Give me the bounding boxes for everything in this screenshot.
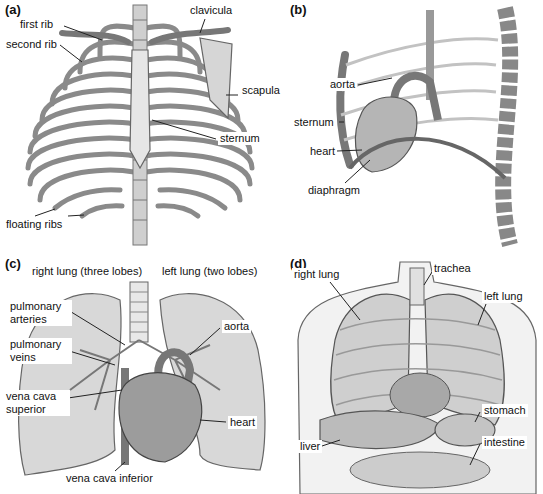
scapula-bone xyxy=(200,38,232,118)
leader-line xyxy=(68,310,125,345)
leader-line xyxy=(190,328,220,355)
clavicle-bone xyxy=(152,30,228,42)
part-label: left lung (two lobes) xyxy=(160,265,259,278)
part-label: second rib xyxy=(4,38,59,51)
leader-line xyxy=(226,95,238,96)
part-label: heart xyxy=(308,145,337,158)
torso xyxy=(350,452,490,488)
rib-cage xyxy=(40,170,134,200)
part-label: left lung xyxy=(482,290,525,303)
leader-line xyxy=(200,19,205,33)
part-label: stomach xyxy=(482,404,528,417)
torso xyxy=(336,344,500,355)
part-label: vena cava superior xyxy=(4,390,70,416)
panel-letter: (c) xyxy=(3,256,23,271)
side-view xyxy=(355,97,416,172)
part-label: sternum xyxy=(292,116,336,129)
part-label: aorta xyxy=(328,78,357,91)
torso xyxy=(298,262,536,494)
leader-line xyxy=(358,78,392,85)
part-label: floating ribs xyxy=(4,218,64,231)
leader-line xyxy=(68,215,84,216)
part-label: pulmonary veins xyxy=(8,338,72,364)
part-label: scapula xyxy=(240,84,282,97)
panel-letter: (a) xyxy=(3,2,23,17)
part-label: pulmonary arteries xyxy=(8,300,72,326)
leader-line xyxy=(322,440,340,446)
part-label: right lung xyxy=(292,268,341,281)
part-label: vena cava inferior xyxy=(64,472,155,485)
side-view xyxy=(350,139,505,178)
leader-line xyxy=(478,304,486,325)
leader-line xyxy=(475,412,480,422)
part-label: heart xyxy=(228,416,257,429)
torso xyxy=(320,411,440,448)
leader-line xyxy=(68,390,122,398)
leader-line xyxy=(152,120,216,139)
leader-line xyxy=(35,19,486,471)
leader-line xyxy=(60,45,82,62)
rib-cage xyxy=(146,170,240,200)
torso xyxy=(390,373,450,417)
lungs-heart xyxy=(119,373,202,462)
torso xyxy=(298,262,536,494)
part-label: intestine xyxy=(482,436,527,449)
rib-cage xyxy=(158,206,198,216)
leader-line xyxy=(115,462,125,471)
lungs-heart xyxy=(130,282,148,342)
leader-line xyxy=(200,420,226,422)
lungs-heart xyxy=(130,292,148,332)
leader-line xyxy=(330,282,360,320)
leader-line xyxy=(64,26,102,40)
rib-cage xyxy=(82,206,122,216)
part-label: sternum xyxy=(218,132,262,145)
leader-line xyxy=(337,150,362,151)
side-view xyxy=(503,8,510,245)
scapula-bone xyxy=(200,38,232,118)
torso xyxy=(410,268,424,305)
part-label: right lung (three lobes) xyxy=(30,265,144,278)
part-label: first rib xyxy=(18,18,55,31)
part-label: clavicula xyxy=(188,4,234,17)
side-view xyxy=(340,55,350,165)
side-view xyxy=(346,39,498,65)
sternum-bone xyxy=(130,50,150,168)
panel-letter: (b) xyxy=(288,2,309,17)
leader-line xyxy=(66,350,115,365)
part-label: trachea xyxy=(432,262,473,275)
part-label: diaphragm xyxy=(306,184,362,197)
leader-line xyxy=(345,160,370,183)
torso xyxy=(340,319,495,330)
side-view xyxy=(340,8,510,245)
sternum-bone xyxy=(130,50,150,168)
leader-line xyxy=(35,209,55,216)
part-label: liver xyxy=(298,440,322,453)
leader-line xyxy=(339,122,344,123)
leader-line xyxy=(424,272,432,285)
leader-line xyxy=(470,444,480,465)
part-label: aorta xyxy=(222,320,251,333)
